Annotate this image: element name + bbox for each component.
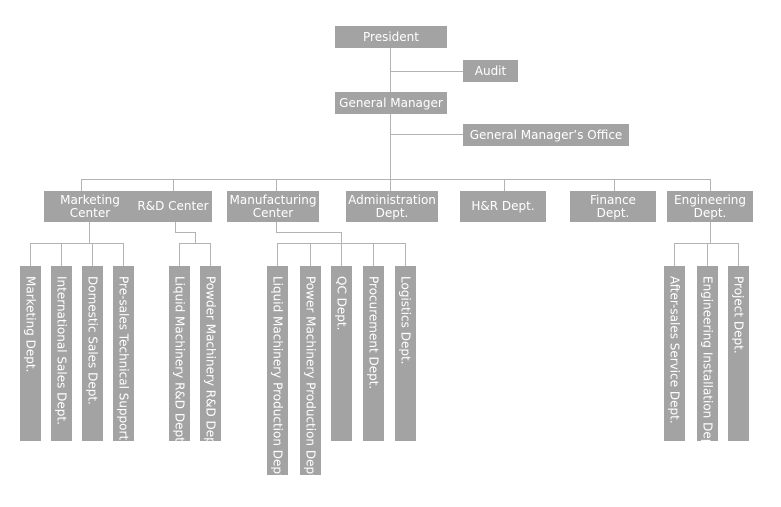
- unit-label: Liquid Machinery R&D Dept.: [172, 276, 187, 441]
- connector-line: [390, 71, 463, 72]
- liquid-machinery-production-dept-box: Liquid Machinery Production Dept.: [267, 266, 288, 475]
- unit-label: Engineering Installation Dept.: [700, 276, 715, 441]
- qc-dept-box: QC Dept.: [331, 266, 352, 441]
- connector-line: [710, 179, 711, 191]
- connector-line: [390, 179, 391, 191]
- unit-label: Project Dept.: [731, 276, 746, 354]
- connector-line: [373, 243, 374, 266]
- connector-line: [89, 222, 90, 243]
- connector-line: [175, 222, 176, 232]
- connector-line: [179, 243, 211, 244]
- connector-line: [123, 243, 124, 266]
- presales-technical-support-box: Pre-sales Technical Support: [113, 266, 134, 441]
- connector-line: [504, 179, 505, 191]
- domestic-sales-dept-box: Domestic Sales Dept.: [82, 266, 103, 441]
- connector-line: [92, 243, 93, 266]
- unit-label: Logistics Dept.: [398, 276, 413, 365]
- connector-line: [30, 243, 31, 266]
- liquid-machinery-rd-dept-box: Liquid Machinery R&D Dept.: [169, 266, 190, 441]
- rd-center-box: R&D Center: [134, 191, 212, 222]
- unit-label: International Sales Dept.: [54, 276, 69, 425]
- unit-label: After-sales Service Dept.: [667, 276, 682, 424]
- connector-line: [738, 243, 739, 266]
- connector-line: [277, 243, 278, 266]
- engineering-installation-dept-box: Engineering Installation Dept.: [697, 266, 718, 441]
- connector-line: [179, 243, 180, 266]
- general-manager-box: General Manager: [335, 92, 447, 114]
- connector-line: [341, 232, 342, 243]
- general-manager-office-box: General Manager’s Office: [463, 124, 629, 146]
- connector-line: [195, 232, 196, 243]
- connector-line: [210, 243, 211, 266]
- unit-label: Pre-sales Technical Support: [116, 276, 131, 441]
- manufacturing-center-box: Manufacturing Center: [227, 191, 319, 222]
- unit-label: Power Machinery Production Dept.: [303, 276, 318, 475]
- unit-label: Liquid Machinery Production Dept.: [270, 276, 285, 475]
- connector-line: [390, 134, 463, 135]
- logistics-dept-box: Logistics Dept.: [395, 266, 416, 441]
- project-dept-box: Project Dept.: [728, 266, 749, 441]
- unit-label: Powder Machinery R&D Dept.: [203, 276, 218, 441]
- marketing-center-box: Marketing Center: [44, 191, 136, 222]
- power-machinery-production-dept-box: Power Machinery Production Dept.: [300, 266, 321, 475]
- connector-line: [61, 243, 62, 266]
- connector-line: [30, 243, 124, 244]
- president-box: President: [335, 26, 447, 48]
- marketing-dept-box: Marketing Dept.: [20, 266, 41, 441]
- connector-line: [276, 232, 341, 233]
- connector-line: [614, 179, 615, 191]
- unit-label: QC Dept.: [334, 276, 349, 331]
- connector-line: [81, 179, 82, 191]
- connector-line: [310, 243, 311, 266]
- connector-line: [674, 243, 675, 266]
- unit-label: Domestic Sales Dept.: [85, 276, 100, 405]
- finance-dept-box: Finance Dept.: [570, 191, 656, 222]
- after-sales-service-dept-box: After-sales Service Dept.: [664, 266, 685, 441]
- connector-line: [710, 222, 711, 243]
- international-sales-dept-box: International Sales Dept.: [51, 266, 72, 441]
- connector-line: [341, 243, 342, 266]
- connector-line: [405, 243, 406, 266]
- unit-label: Marketing Dept.: [23, 276, 38, 373]
- connector-line: [674, 243, 739, 244]
- connector-line: [276, 179, 277, 191]
- hr-dept-box: H&R Dept.: [460, 191, 546, 222]
- audit-box: Audit: [463, 60, 518, 82]
- unit-label: Procurement Dept.: [366, 276, 381, 390]
- engineering-dept-box: Engineering Dept.: [667, 191, 753, 222]
- connector-line: [276, 222, 277, 232]
- connector-line: [175, 232, 195, 233]
- connector-line: [81, 179, 710, 180]
- procurement-dept-box: Procurement Dept.: [363, 266, 384, 441]
- powder-machinery-rd-dept-box: Powder Machinery R&D Dept.: [200, 266, 221, 441]
- administration-dept-box: Administration Dept.: [346, 191, 438, 222]
- connector-line: [173, 179, 174, 191]
- connector-line: [707, 243, 708, 266]
